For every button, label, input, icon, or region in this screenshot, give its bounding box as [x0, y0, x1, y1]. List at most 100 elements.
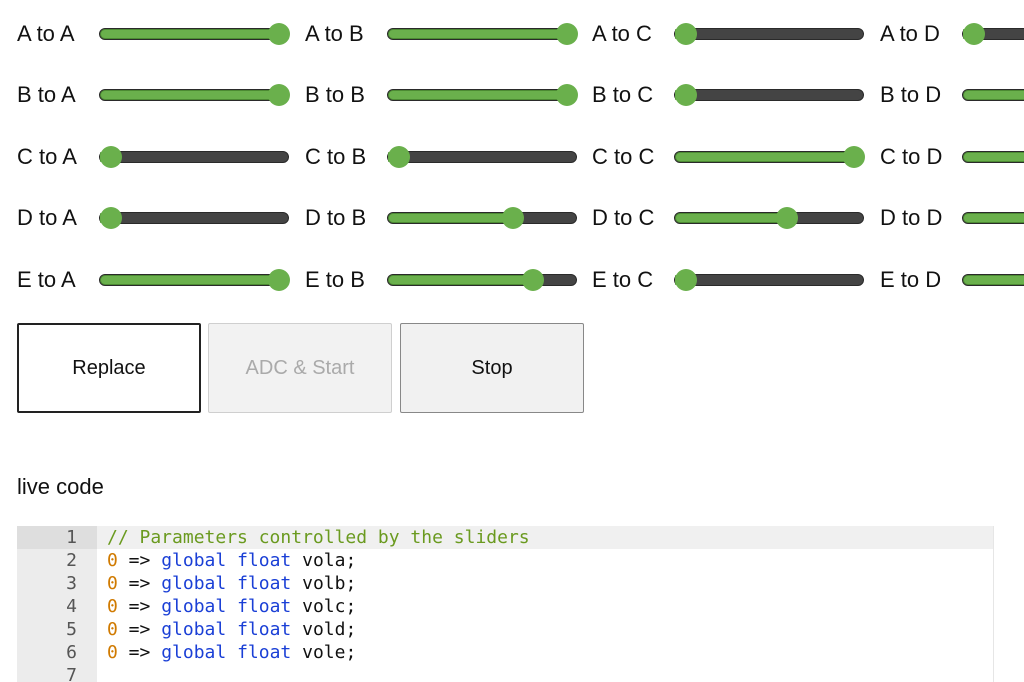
slider-track[interactable] — [962, 23, 1024, 45]
code-text: 0 => global float vold; — [107, 618, 356, 641]
line-number: 6 — [17, 641, 97, 664]
code-token: global — [161, 619, 227, 640]
slider-fill — [100, 90, 288, 100]
code-token: => — [117, 573, 162, 594]
slider-track[interactable] — [387, 207, 577, 229]
slider-b-to-a[interactable]: B to A — [17, 77, 293, 113]
code-editor[interactable]: 1// Parameters controlled by the sliders… — [17, 526, 994, 682]
slider-b-to-d[interactable]: B to D — [880, 77, 1024, 113]
slider-a-to-b[interactable]: A to B — [305, 16, 581, 52]
slider-thumb[interactable] — [522, 269, 545, 291]
slider-track[interactable] — [674, 146, 865, 168]
slider-fill — [963, 152, 1024, 162]
code-token: 0 — [107, 596, 118, 617]
slider-track[interactable] — [387, 146, 577, 168]
slider-label: A to B — [305, 21, 364, 46]
slider-fill — [963, 275, 1024, 285]
slider-label: A to D — [880, 21, 940, 46]
slider-c-to-c[interactable]: C to C — [592, 139, 868, 175]
code-token: => — [117, 596, 162, 617]
slider-c-to-d[interactable]: C to D — [880, 139, 1024, 175]
slider-e-to-d[interactable]: E to D — [880, 262, 1024, 298]
slider-label: E to C — [592, 267, 654, 292]
slider-a-to-a[interactable]: A to A — [17, 16, 293, 52]
slider-track[interactable] — [674, 207, 864, 229]
slider-a-to-d[interactable]: A to D — [880, 16, 1024, 52]
slider-thumb[interactable] — [268, 84, 290, 106]
slider-thumb[interactable] — [388, 146, 410, 168]
slider-thumb[interactable] — [268, 269, 290, 291]
code-text: 0 => global float volb; — [107, 572, 356, 595]
code-token: volb; — [291, 573, 357, 594]
slider-thumb[interactable] — [843, 146, 865, 168]
slider-track[interactable] — [962, 151, 1024, 163]
slider-thumb[interactable] — [675, 84, 697, 106]
slider-track[interactable] — [99, 84, 290, 106]
slider-thumb[interactable] — [100, 146, 122, 168]
line-number: 7 — [17, 664, 97, 682]
slider-track[interactable] — [962, 274, 1024, 286]
adc-start-button[interactable]: ADC & Start — [208, 323, 392, 413]
code-token: 0 — [107, 619, 118, 640]
slider-e-to-b[interactable]: E to B — [305, 262, 581, 298]
slider-label: E to D — [880, 267, 942, 292]
slider-track[interactable] — [99, 269, 290, 291]
code-token: float — [237, 642, 292, 663]
code-line[interactable]: 7 — [17, 664, 993, 682]
code-token: 0 — [107, 550, 118, 571]
line-number: 1 — [17, 526, 97, 549]
slider-thumb[interactable] — [775, 207, 798, 229]
slider-track[interactable] — [387, 269, 577, 291]
slider-track[interactable] — [99, 23, 290, 45]
slider-track[interactable] — [674, 23, 864, 45]
slider-b-to-c[interactable]: B to C — [592, 77, 868, 113]
slider-thumb[interactable] — [268, 23, 290, 45]
code-token: => — [117, 642, 162, 663]
slider-track[interactable] — [387, 23, 578, 45]
slider-c-to-a[interactable]: C to A — [17, 139, 293, 175]
code-token: float — [237, 550, 292, 571]
slider-thumb[interactable] — [556, 84, 578, 106]
slider-d-to-b[interactable]: D to B — [305, 200, 581, 236]
slider-thumb[interactable] — [675, 23, 697, 45]
code-token: 0 — [107, 573, 118, 594]
line-number: 4 — [17, 595, 97, 618]
slider-thumb[interactable] — [502, 207, 525, 229]
slider-thumb[interactable] — [556, 23, 578, 45]
slider-thumb[interactable] — [675, 269, 697, 291]
slider-e-to-a[interactable]: E to A — [17, 262, 293, 298]
slider-label: A to A — [17, 21, 75, 46]
slider-fill — [388, 90, 576, 100]
slider-d-to-d[interactable]: D to D — [880, 200, 1024, 236]
slider-track[interactable] — [674, 84, 864, 106]
slider-thumb[interactable] — [100, 207, 122, 229]
slider-track[interactable] — [962, 89, 1024, 101]
slider-d-to-a[interactable]: D to A — [17, 200, 293, 236]
replace-button[interactable]: Replace — [17, 323, 201, 413]
slider-track[interactable] — [387, 84, 578, 106]
slider-track[interactable] — [962, 212, 1024, 224]
slider-c-to-b[interactable]: C to B — [305, 139, 581, 175]
slider-track[interactable] — [99, 207, 289, 229]
slider-d-to-c[interactable]: D to C — [592, 200, 868, 236]
slider-a-to-c[interactable]: A to C — [592, 16, 868, 52]
code-token: volc; — [291, 596, 357, 617]
live-code-title: live code — [17, 474, 104, 499]
slider-fill — [963, 213, 1024, 223]
slider-e-to-c[interactable]: E to C — [592, 262, 868, 298]
code-token: 0 — [107, 642, 118, 663]
slider-b-to-b[interactable]: B to B — [305, 77, 581, 113]
code-line[interactable]: 1// Parameters controlled by the sliders — [17, 526, 993, 549]
slider-thumb[interactable] — [963, 23, 985, 45]
code-token: => — [117, 619, 162, 640]
slider-track[interactable] — [674, 269, 864, 291]
stop-button[interactable]: Stop — [400, 323, 584, 413]
slider-track[interactable] — [99, 146, 289, 168]
slider-grid: A to A A to B A to C A to D B to A B to B B to… — [0, 0, 1024, 310]
slider-label: D to B — [305, 205, 367, 230]
